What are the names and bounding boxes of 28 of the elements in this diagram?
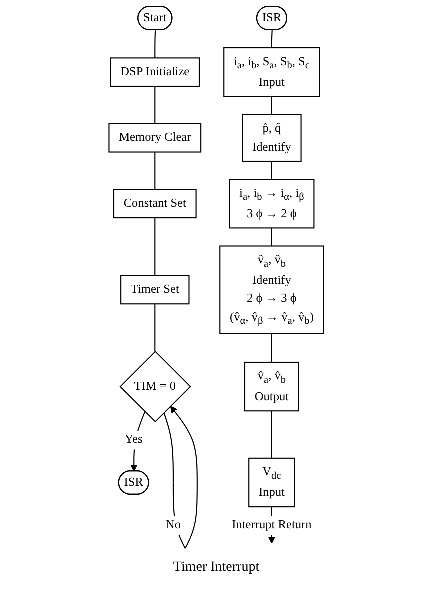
connector	[271, 30, 273, 48]
node-box	[242, 114, 302, 162]
node-box	[113, 189, 197, 219]
edge-label: Interrupt Return	[232, 518, 312, 532]
connector	[271, 162, 272, 180]
flowchart-drawing: No Yes Interrupt Return Start DSP Initialize Memory Clear Constant Set Timer Set TIM = 0 ISR ISR i$_{a}$, i$_{b}$, S$_{a}$, S$_{b}$, S$_{c}$ Input p̂, q̂ Identify i$_{a}$, i$_{b}$ → i$_{α}$, i$_{β}$ 3 ϕ → 2 ϕ v̂$_{a}$, v̂$_{b}$ Identify 2 ϕ → 3 ϕ (v̂$_{α}$, v̂$_{β}$ → v̂$_{a}$, v̂$_{b}$) v̂$_{a}$, v̂$_{b}$ Output V$_{dc}$ Input	[0, 0, 433, 560]
node-box	[108, 123, 202, 153]
edge-label: No	[166, 518, 181, 532]
connector	[154, 304, 156, 352]
connector	[154, 86, 156, 124]
connector	[154, 218, 156, 276]
node-box	[110, 58, 200, 88]
node-box	[244, 362, 300, 412]
connector	[154, 30, 156, 58]
arrow	[130, 412, 146, 472]
node-box	[120, 275, 190, 305]
node-diamond	[120, 350, 192, 423]
node-box	[248, 458, 296, 508]
note-text: Timer Interrupt	[172, 560, 261, 576]
connector	[271, 228, 272, 246]
connector	[271, 411, 272, 458]
connector	[271, 334, 272, 362]
node-box	[224, 47, 320, 98]
node-box	[229, 179, 315, 229]
connector	[271, 96, 272, 115]
edge-label: Yes	[124, 433, 143, 447]
connector	[154, 152, 156, 190]
node-box	[220, 246, 324, 334]
